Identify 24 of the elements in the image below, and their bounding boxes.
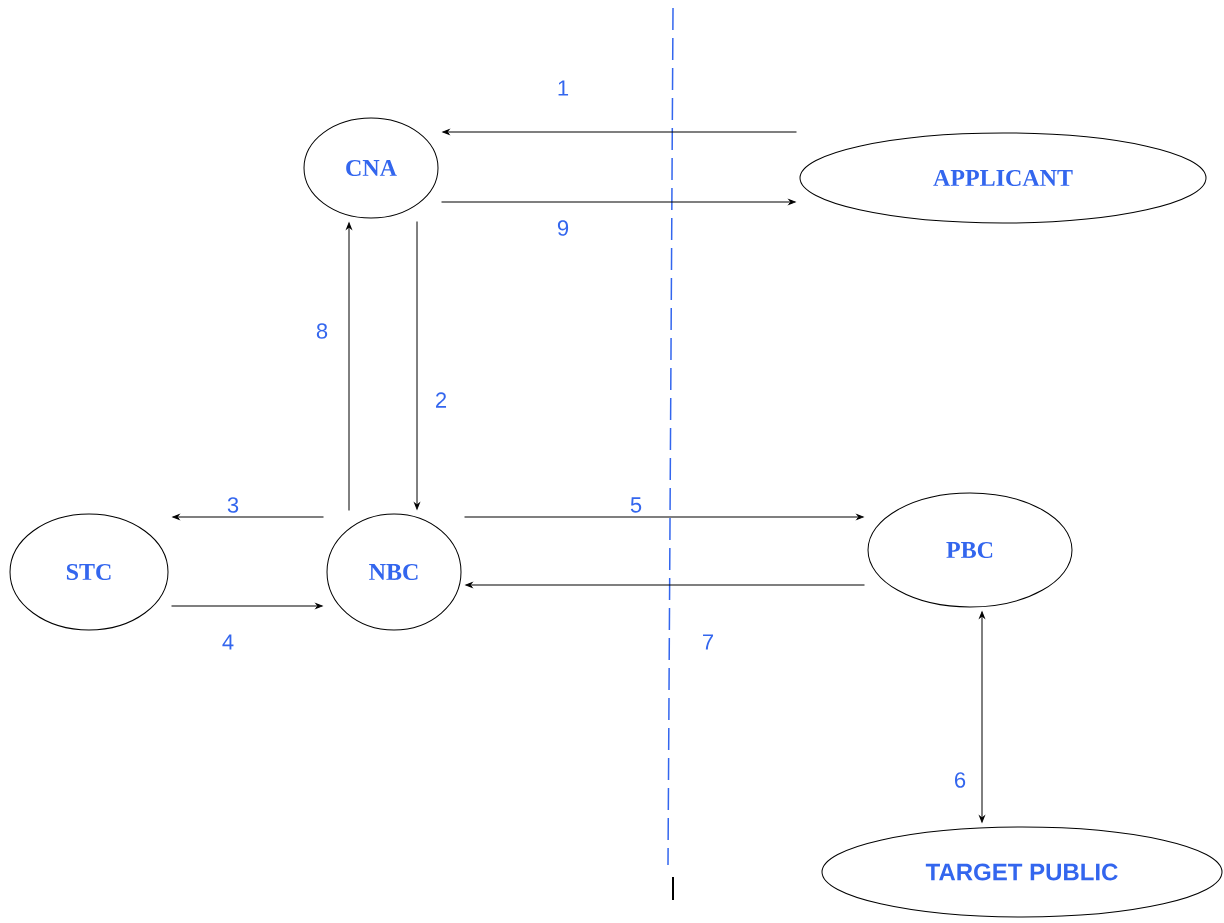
ellipse-node: STC — [9, 513, 169, 631]
edge-label: 4 — [220, 633, 236, 651]
ellipse-node: APPLICANT — [799, 132, 1207, 224]
ellipse-node: NBC — [326, 513, 462, 631]
arrow — [979, 611, 985, 823]
edge-label: 7 — [700, 633, 716, 651]
arrow — [171, 603, 323, 609]
arrow — [346, 222, 352, 511]
edge-label: 1 — [555, 79, 571, 97]
edge-label: 8 — [314, 322, 330, 340]
ellipse-node: PBC — [867, 492, 1073, 608]
edge-label: 9 — [555, 219, 571, 237]
edge-label: 3 — [225, 496, 241, 514]
ellipse-node: CNA — [303, 117, 439, 219]
arrow — [414, 221, 420, 510]
edge-label: 2 — [433, 391, 449, 409]
arrow — [464, 514, 864, 520]
edge-label: 6 — [952, 771, 968, 789]
arrow — [465, 582, 865, 588]
arrow — [172, 514, 324, 520]
edge-label: 5 — [628, 496, 644, 514]
ellipse-node: TARGET PUBLIC — [821, 826, 1223, 918]
arrow — [442, 129, 797, 135]
arrow — [441, 199, 796, 205]
